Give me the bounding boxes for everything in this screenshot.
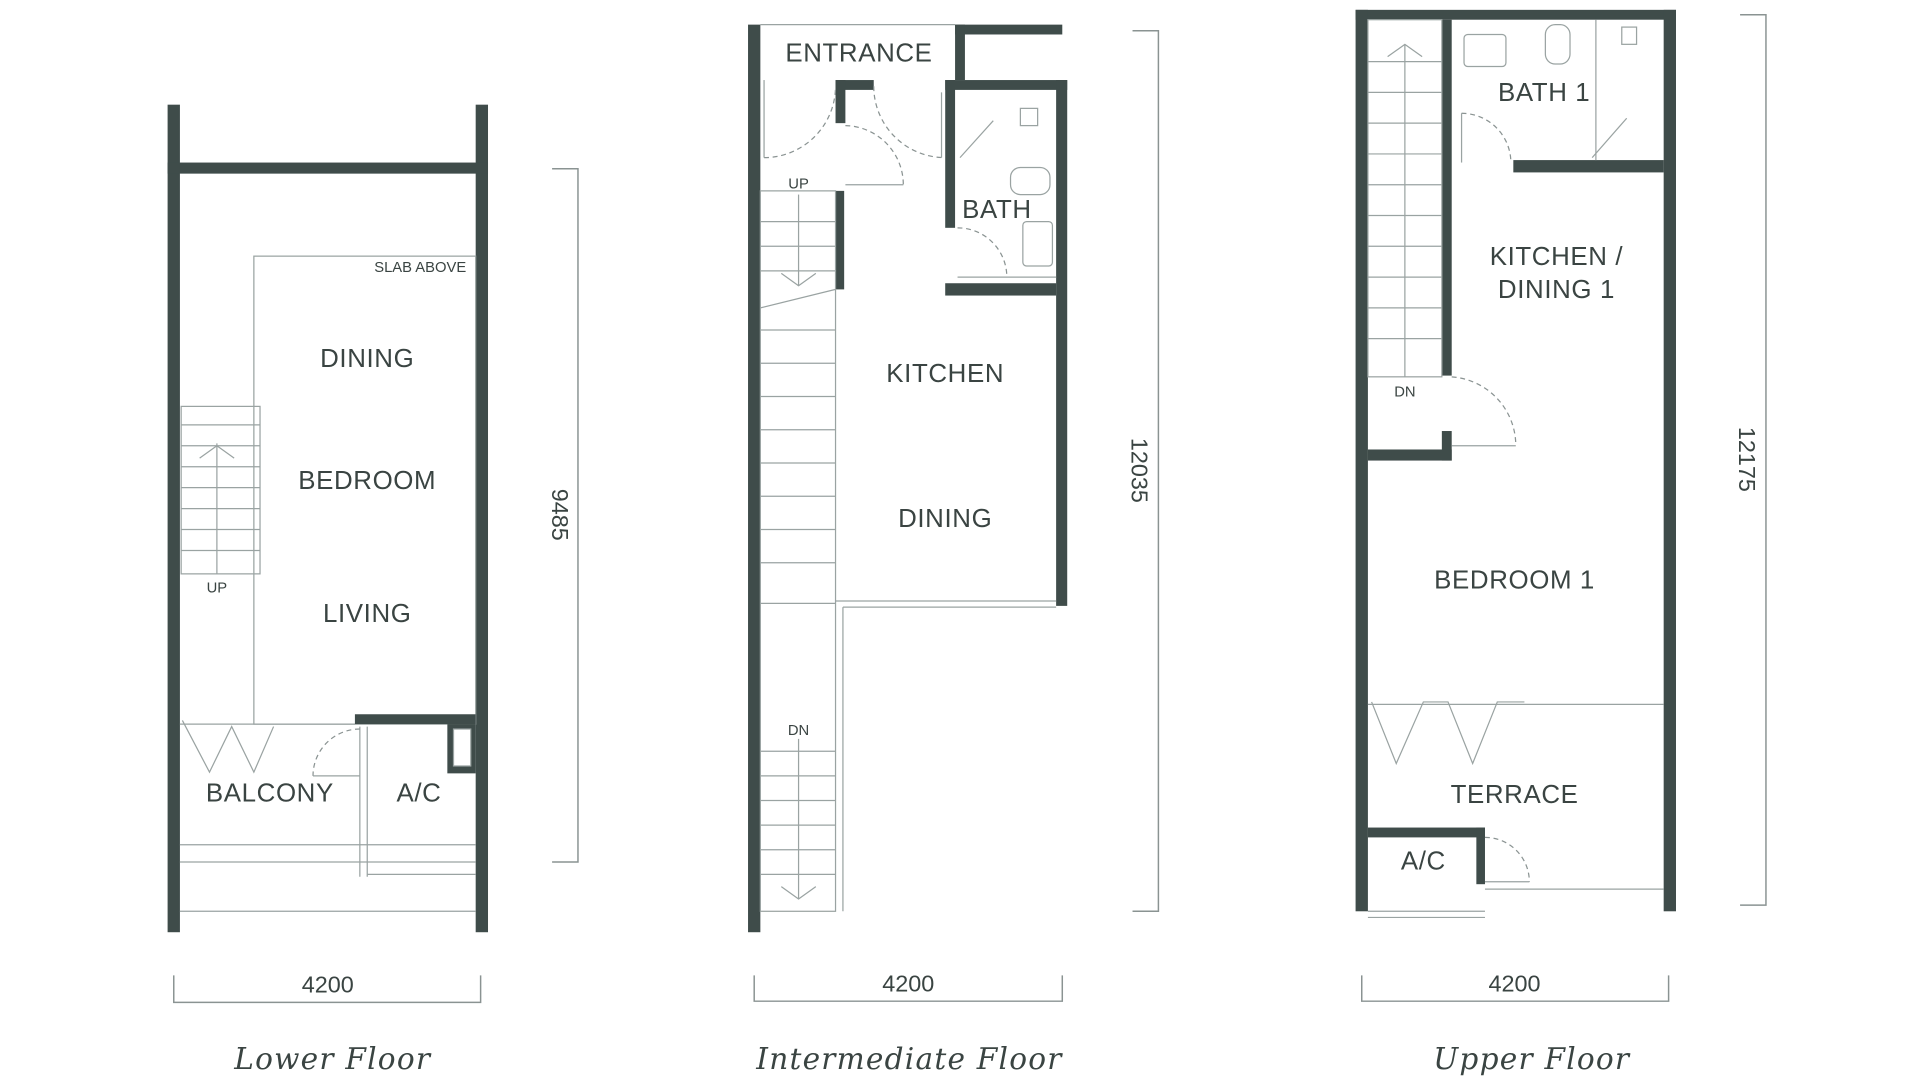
room-label: BALCONY bbox=[206, 780, 334, 808]
floor-title: Intermediate Floor bbox=[755, 1042, 1063, 1076]
width-dimension: 4200 bbox=[1489, 970, 1541, 996]
room-label: DINING 1 bbox=[1498, 276, 1615, 304]
wall bbox=[354, 714, 476, 725]
wall bbox=[945, 283, 1057, 296]
wall bbox=[955, 24, 1063, 35]
width-dimension-line bbox=[173, 975, 482, 1004]
stairs bbox=[759, 190, 837, 912]
depth-dimension-line bbox=[1740, 14, 1767, 906]
width-dimension: 4200 bbox=[302, 972, 354, 998]
folding-door bbox=[1371, 701, 1525, 766]
wall bbox=[1056, 80, 1068, 606]
door-swing bbox=[764, 86, 837, 159]
stair-up-label: UP bbox=[207, 580, 228, 596]
door-swing bbox=[312, 728, 360, 776]
stair-down-label: DN bbox=[1394, 385, 1415, 401]
wall bbox=[1441, 19, 1452, 376]
room-label: DINING bbox=[898, 505, 992, 533]
door-swing bbox=[873, 86, 946, 159]
wall bbox=[945, 80, 956, 228]
wall bbox=[167, 104, 180, 933]
stair-down-label: DN bbox=[788, 723, 809, 739]
upper-floor-plan: DN BATH 1 KITCHEN / DINING 1 BEDROOM 1 T… bbox=[1355, 9, 1767, 1076]
door-swing bbox=[1484, 836, 1530, 882]
room-label: DINING bbox=[320, 345, 414, 373]
room-label: BEDROOM bbox=[298, 467, 436, 495]
room-label: KITCHEN bbox=[886, 360, 1004, 388]
wall bbox=[835, 80, 874, 90]
wall bbox=[1476, 827, 1485, 885]
room-label: A/C bbox=[397, 780, 442, 808]
door-swing bbox=[845, 124, 904, 185]
room-label: BEDROOM 1 bbox=[1434, 567, 1595, 595]
wall bbox=[167, 162, 489, 174]
folding-door bbox=[181, 720, 275, 774]
room-label: TERRACE bbox=[1451, 781, 1579, 809]
depth-dimension-line bbox=[1132, 30, 1160, 913]
wall bbox=[945, 80, 1068, 90]
width-dimension: 4200 bbox=[882, 970, 934, 996]
room-label: A/C bbox=[1401, 847, 1446, 875]
wall bbox=[1513, 160, 1664, 173]
lower-floor-plan: SLAB ABOVE UP DINING BEDROOM LIVING BALC… bbox=[167, 104, 579, 1076]
depth-dimension: 12175 bbox=[1734, 427, 1760, 492]
bath-fixtures bbox=[957, 107, 1057, 278]
slab-above-label: SLAB ABOVE bbox=[374, 260, 466, 276]
room-label: LIVING bbox=[323, 600, 412, 628]
width-dimension-line bbox=[1361, 975, 1670, 1002]
room-label: BATH bbox=[962, 196, 1032, 224]
wall bbox=[1367, 449, 1452, 461]
wall bbox=[1367, 827, 1485, 838]
room-label: BATH 1 bbox=[1498, 79, 1590, 107]
wall bbox=[1355, 9, 1368, 912]
wall bbox=[955, 24, 965, 81]
floor-title: Upper Floor bbox=[1433, 1042, 1631, 1076]
width-dimension-line bbox=[753, 975, 1064, 1002]
bath-fixtures bbox=[1460, 19, 1638, 163]
floor-title: Lower Floor bbox=[233, 1042, 432, 1076]
stair-up-label: UP bbox=[788, 176, 809, 192]
depth-dimension: 9485 bbox=[547, 489, 573, 541]
stairs bbox=[1367, 19, 1443, 378]
wall bbox=[1441, 431, 1452, 461]
wall bbox=[1663, 9, 1676, 912]
depth-dimension-line bbox=[552, 167, 579, 863]
room-label: ENTRANCE bbox=[785, 40, 932, 68]
depth-dimension: 12035 bbox=[1126, 438, 1152, 503]
room-label: KITCHEN / bbox=[1490, 243, 1624, 271]
wall bbox=[835, 80, 846, 124]
wall bbox=[835, 190, 845, 290]
stairs bbox=[180, 405, 261, 575]
door-swing bbox=[1451, 376, 1517, 446]
wall bbox=[1355, 9, 1676, 20]
intermediate-floor-plan: UP DN ENTRANCE BATH KITCHEN DINING 12035… bbox=[748, 24, 1160, 1076]
wall bbox=[748, 24, 761, 933]
wall bbox=[475, 104, 489, 933]
